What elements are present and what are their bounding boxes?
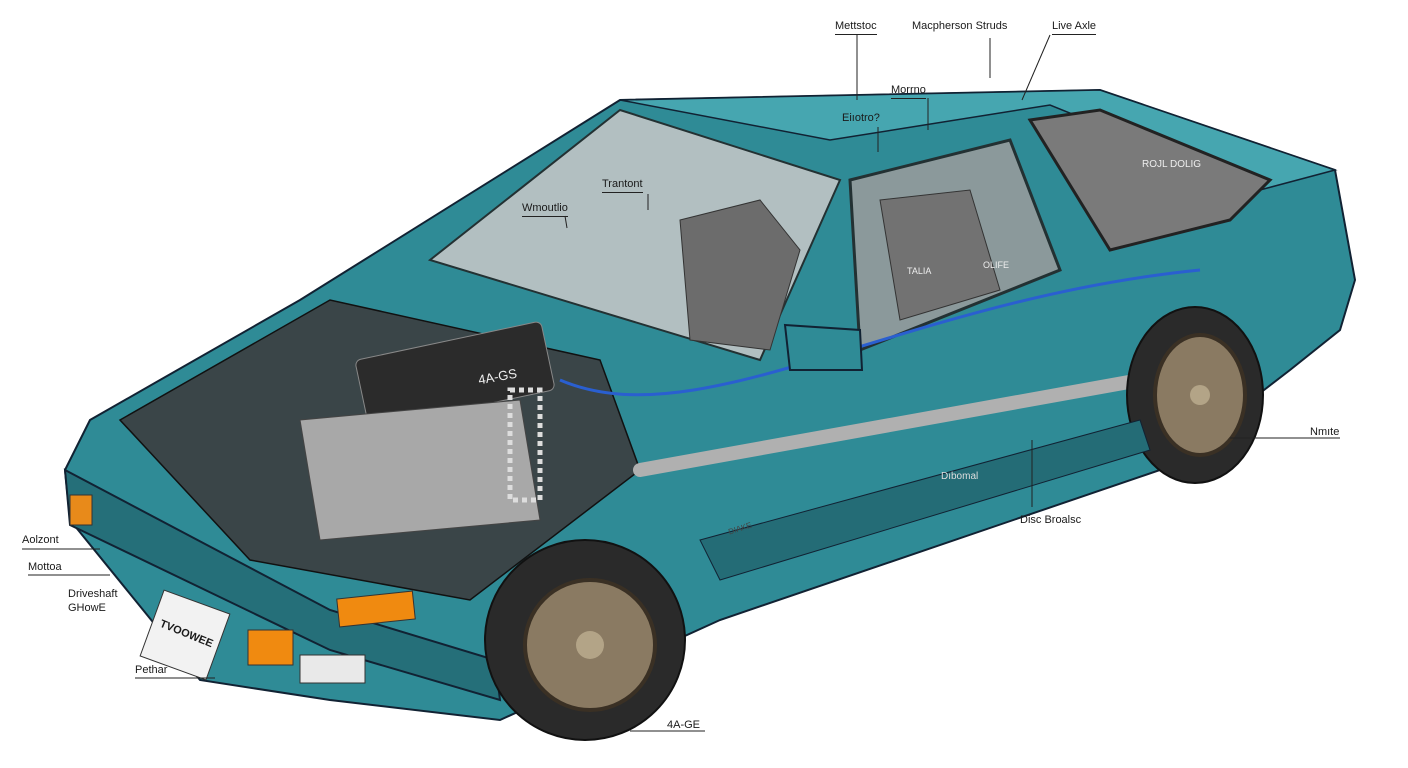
label-mottoa: Mottoa xyxy=(28,561,62,573)
label-live-axle: Live Axle xyxy=(1052,20,1097,35)
fog-light xyxy=(299,654,366,684)
driveshaft xyxy=(633,373,1147,477)
label-mettstoc: Mettstoc xyxy=(835,20,877,35)
rear-window xyxy=(1027,108,1273,252)
rocker-panel xyxy=(699,419,1151,581)
front-wheel xyxy=(484,539,686,741)
label-wmoutlio: Wmoutlio xyxy=(522,202,568,217)
label-driveshaft: Driveshaft xyxy=(68,588,118,600)
front-seat xyxy=(679,199,801,351)
label-4a-ge: 4A-GE xyxy=(667,719,701,731)
rear-wheel xyxy=(1126,306,1264,484)
label-eiotro: Eiıotro? xyxy=(842,112,880,124)
engine-block xyxy=(299,399,541,541)
turn-signal-right xyxy=(336,590,416,628)
rear-seat xyxy=(879,189,1001,321)
license-plate xyxy=(139,589,231,681)
label-trantont: Trantont xyxy=(602,178,643,193)
rear-deck-text: ROJL DOLIG xyxy=(1142,159,1202,170)
label-disc-brakes: Disc Broalsc xyxy=(1020,514,1082,526)
label-morrno: Morrno xyxy=(891,84,926,99)
label-dibomal: Dıbomal xyxy=(941,471,979,482)
headlight-lower xyxy=(247,629,294,666)
label-pethar: Pethar xyxy=(135,664,168,676)
label-nmite: Nmıte xyxy=(1310,426,1340,438)
coil-spring xyxy=(507,387,543,503)
seat-right-text: OLIFE xyxy=(983,260,1010,270)
label-driveshaft-sub: GHowE xyxy=(68,602,106,614)
side-mirror xyxy=(783,323,864,371)
label-macpherson-struts: Macpherson Struds xyxy=(912,20,1008,32)
leader-lines xyxy=(22,34,1340,732)
seat-left-text: TALIA xyxy=(907,266,932,276)
label-aolzont: Aolzont xyxy=(22,534,59,546)
turn-signal-left xyxy=(69,494,93,526)
